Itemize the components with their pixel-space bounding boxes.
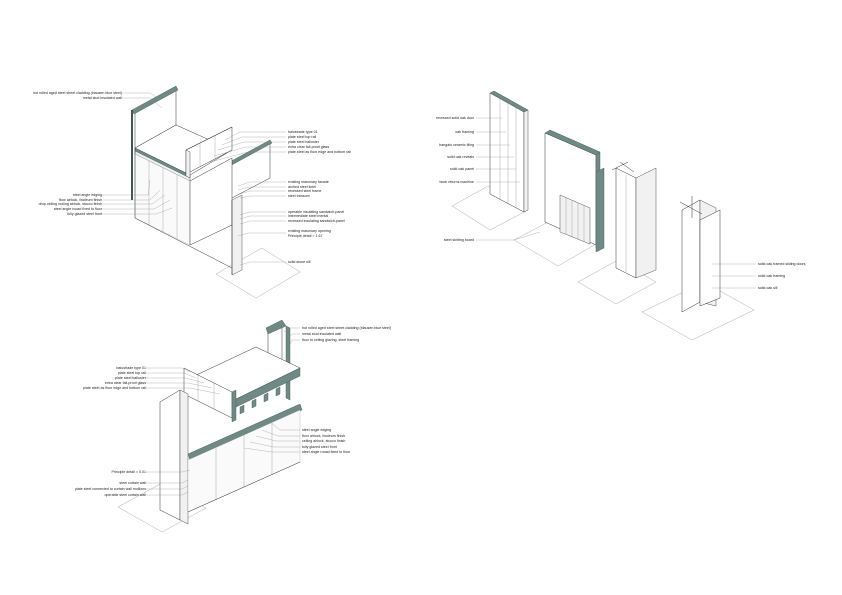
label-top-rail: plate steel top rail bbox=[117, 371, 146, 375]
axo-right bbox=[451, 90, 755, 341]
label-fallproof-glass: extra clear fall-proof glass bbox=[104, 381, 146, 385]
label-fallproof-glass: extra clear fall-proof glass bbox=[288, 145, 330, 149]
label-oak-reveals: solid oak reveals bbox=[447, 155, 474, 159]
label-floor-airlock: floor airlock, linoleum finish bbox=[58, 198, 102, 202]
ground-plate bbox=[215, 247, 301, 299]
label-glazed-front: fully glazed steel front bbox=[302, 445, 337, 449]
label-operable-curtain: operable steel curtain wall bbox=[104, 493, 146, 497]
label-sliding-doors: solid oak framed sliding doors bbox=[758, 262, 806, 266]
label-bottom-rail: plate steel as floor edge and bottom rai… bbox=[288, 150, 351, 154]
floor-edge-cut bbox=[187, 403, 303, 461]
label-glazing: floor to ceiling glazing, steel framing bbox=[302, 338, 360, 342]
sliding-door-unit bbox=[641, 196, 755, 341]
label-masonry-opening: existing masonary opening bbox=[288, 229, 331, 233]
label-angle-edging: steel angle edging bbox=[72, 193, 102, 197]
label-principle-detail: Principle detail = 1.67 bbox=[288, 234, 323, 238]
label-principle-detail: Principle detail = 0.01 bbox=[111, 470, 146, 474]
label-ceramic-tiling: bangalo ceramic tiling bbox=[439, 143, 474, 147]
side-wall bbox=[159, 389, 181, 521]
label-operable-panel: operable insulating sandwich-panel bbox=[288, 210, 345, 214]
label-curtain-wall: steel curtain wall bbox=[119, 481, 146, 485]
label-book-returns: book returns machine bbox=[439, 180, 474, 184]
label-balustrade: balustrade type 01 bbox=[288, 130, 318, 134]
label-stud-wall: metal stud insulated wall bbox=[82, 96, 122, 100]
label-balluster: plate steel balluster bbox=[115, 376, 146, 380]
axo-bottom-left bbox=[117, 319, 303, 533]
balustrade bbox=[185, 126, 233, 179]
label-cladding: hot rolled aged steel sheet cladding (bl… bbox=[302, 326, 391, 330]
label-top-rail: plate steel top rail bbox=[288, 135, 317, 139]
label-cladding: hot rolled aged steel sheet cladding (bl… bbox=[33, 91, 122, 95]
wall-section-cut bbox=[131, 85, 179, 115]
tiled-wall-unit bbox=[513, 129, 605, 267]
ground-plate bbox=[117, 482, 207, 533]
label-transom: steel transom bbox=[288, 194, 310, 198]
label-oak-framing: oak framing bbox=[455, 130, 474, 134]
label-angle-rooad: steel angle rooad fixed to floor bbox=[302, 450, 351, 454]
label-drop-ceiling: drop ceiling rooling airlock, stucco fin… bbox=[38, 202, 102, 206]
oak-door-frame bbox=[451, 90, 529, 231]
leader-lines bbox=[102, 92, 756, 496]
corner-column bbox=[179, 389, 189, 525]
label-oak-door: recessed solid oak door bbox=[436, 116, 474, 120]
label-arched-lintel: arched steel lintel bbox=[288, 185, 316, 189]
label-mullion-plate: plate steel connected to curtain wall mu… bbox=[74, 487, 146, 491]
masonry-pier bbox=[231, 194, 243, 276]
label-skirting: steel skirting board bbox=[443, 238, 474, 242]
label-stud-wall: metal stud insulated wall bbox=[302, 332, 342, 336]
label-recessed-frame: recessed steel frame bbox=[288, 189, 322, 193]
label-balluster: plate steel balluster bbox=[288, 140, 319, 144]
label-intermediate: intermediate steel mental bbox=[288, 214, 329, 218]
label-recessed-panel: recessed insulating sandwich-panel bbox=[288, 219, 345, 223]
label-floor-airlock: floor airlock, linoleum finish bbox=[302, 434, 346, 438]
label-angle-edging: steel angle edging bbox=[302, 428, 332, 432]
axo-top-left bbox=[131, 85, 301, 299]
beam-teeth bbox=[239, 386, 281, 415]
label-masonry-facade: existing masonary facade bbox=[288, 180, 329, 184]
label-ceiling-airlock: ceiling airlock, stucco finish bbox=[302, 439, 346, 443]
label-oak-framing: solid oak framing bbox=[758, 274, 786, 278]
label-balustrade: balustrade type 01 bbox=[116, 366, 146, 370]
label-angle-rooad: steel angle rooad fixed to floor bbox=[53, 207, 102, 211]
label-bottom-rail: plate steel as floor edge and bottom rai… bbox=[83, 386, 146, 390]
label-glazed-front: fully glazed steel front bbox=[67, 212, 102, 216]
frame-reveal bbox=[577, 161, 657, 305]
label-stone-sill: solid stone sill bbox=[288, 260, 311, 264]
balustrade bbox=[183, 367, 237, 423]
label-oak-sill: solid oak sill bbox=[758, 286, 778, 290]
label-oak-panel: solid oak panel bbox=[450, 167, 474, 171]
